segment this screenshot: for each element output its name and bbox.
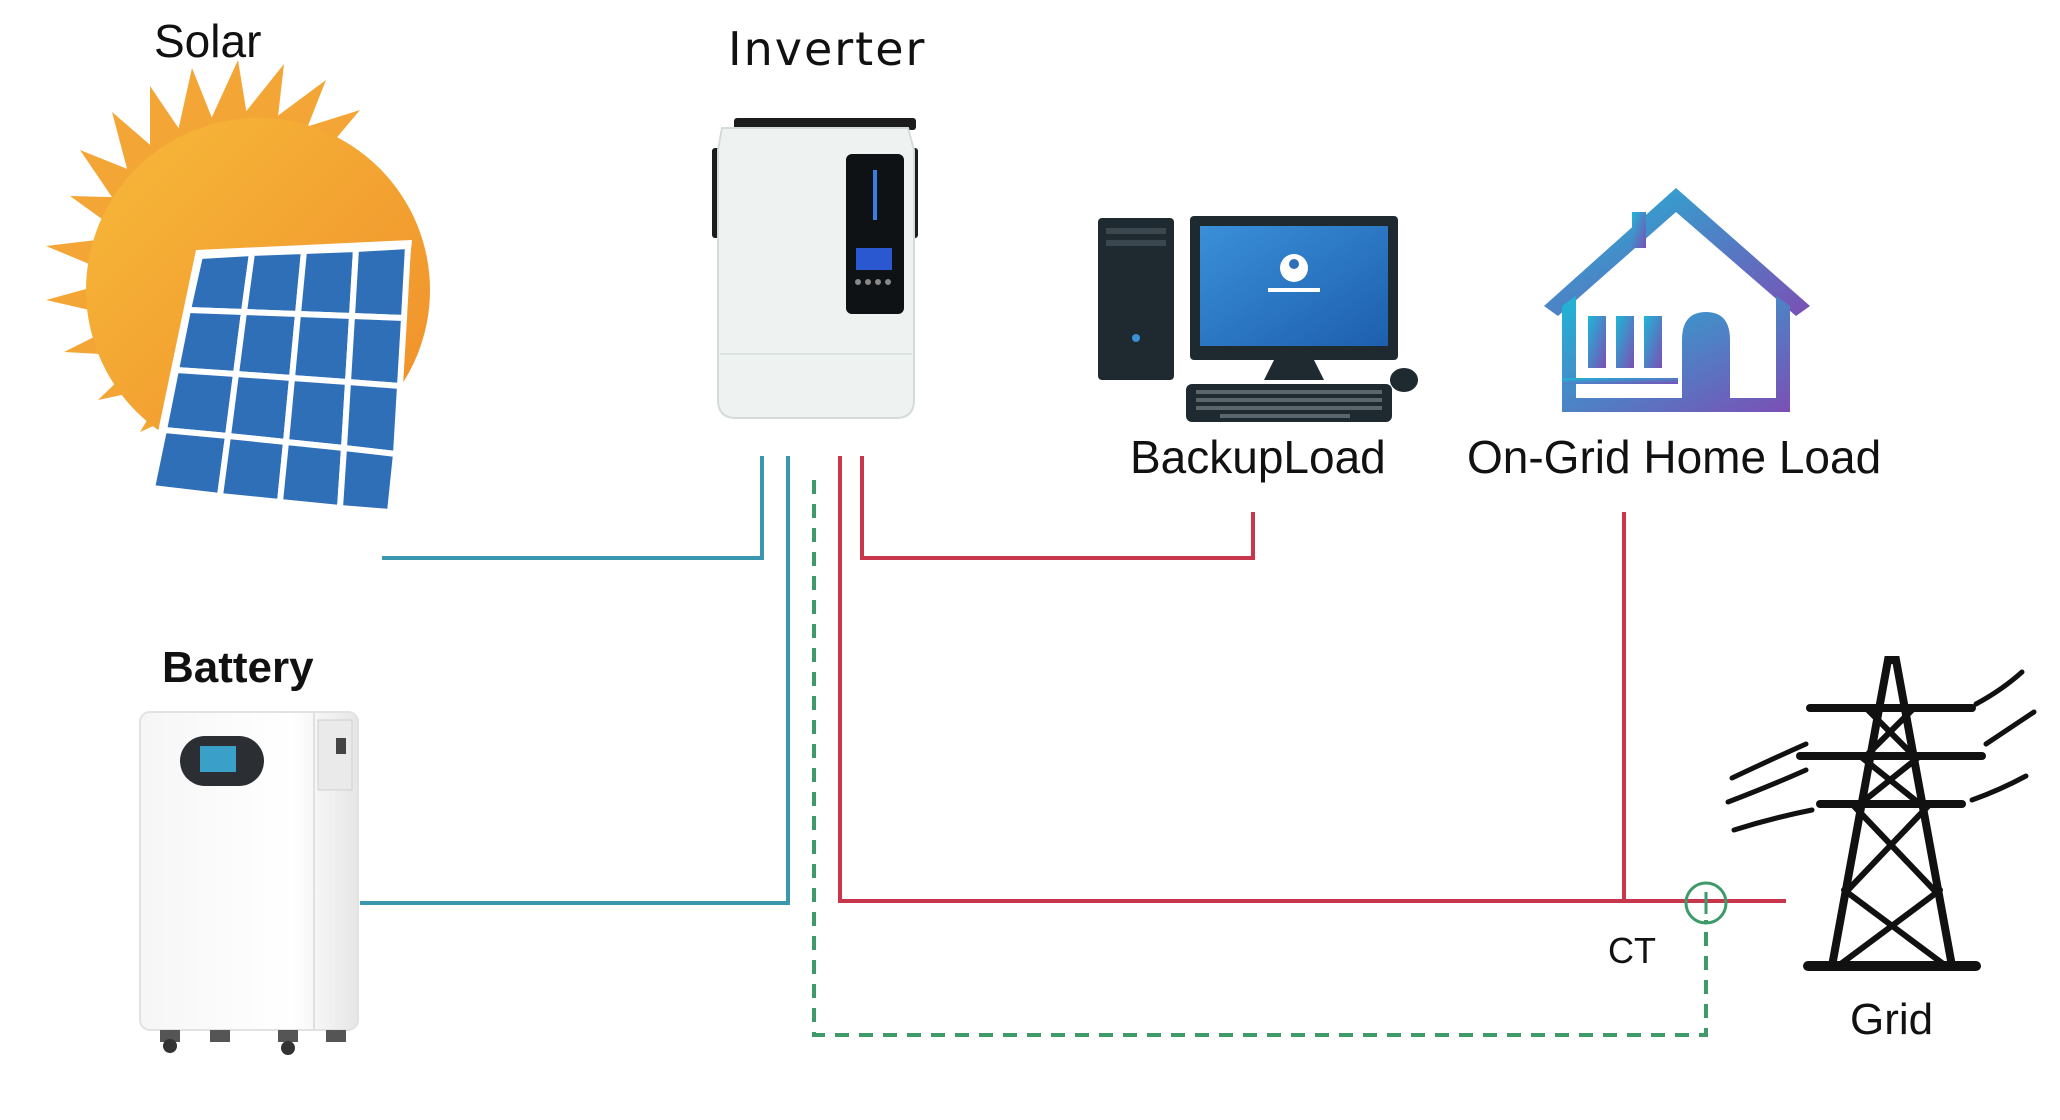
solar-label: Solar — [154, 15, 262, 67]
grid-ac-line — [838, 456, 1786, 903]
on-grid-home-load-label: On-Grid Home Load — [1467, 431, 1882, 483]
house-icon — [1544, 188, 1810, 412]
backup-load-label: BackupLoad — [1130, 431, 1386, 483]
ct-clamp-icon — [1684, 881, 1728, 925]
solar-dc-line — [382, 456, 764, 560]
battery-dc-line — [360, 456, 790, 905]
transmission-tower-icon — [1725, 656, 2037, 971]
solar-panel-icon — [148, 240, 412, 516]
inverter-icon — [712, 118, 918, 419]
inverter-label: Inverter — [728, 22, 927, 76]
grid-label: Grid — [1850, 995, 1934, 1044]
battery-cabinet-icon — [139, 711, 359, 1055]
desktop-computer-icon — [1098, 216, 1418, 422]
ct-signal-line — [812, 480, 1708, 1037]
battery-label: Battery — [162, 643, 314, 692]
ct-label: CT — [1608, 930, 1656, 971]
backup-load-ac-line — [860, 456, 1255, 560]
